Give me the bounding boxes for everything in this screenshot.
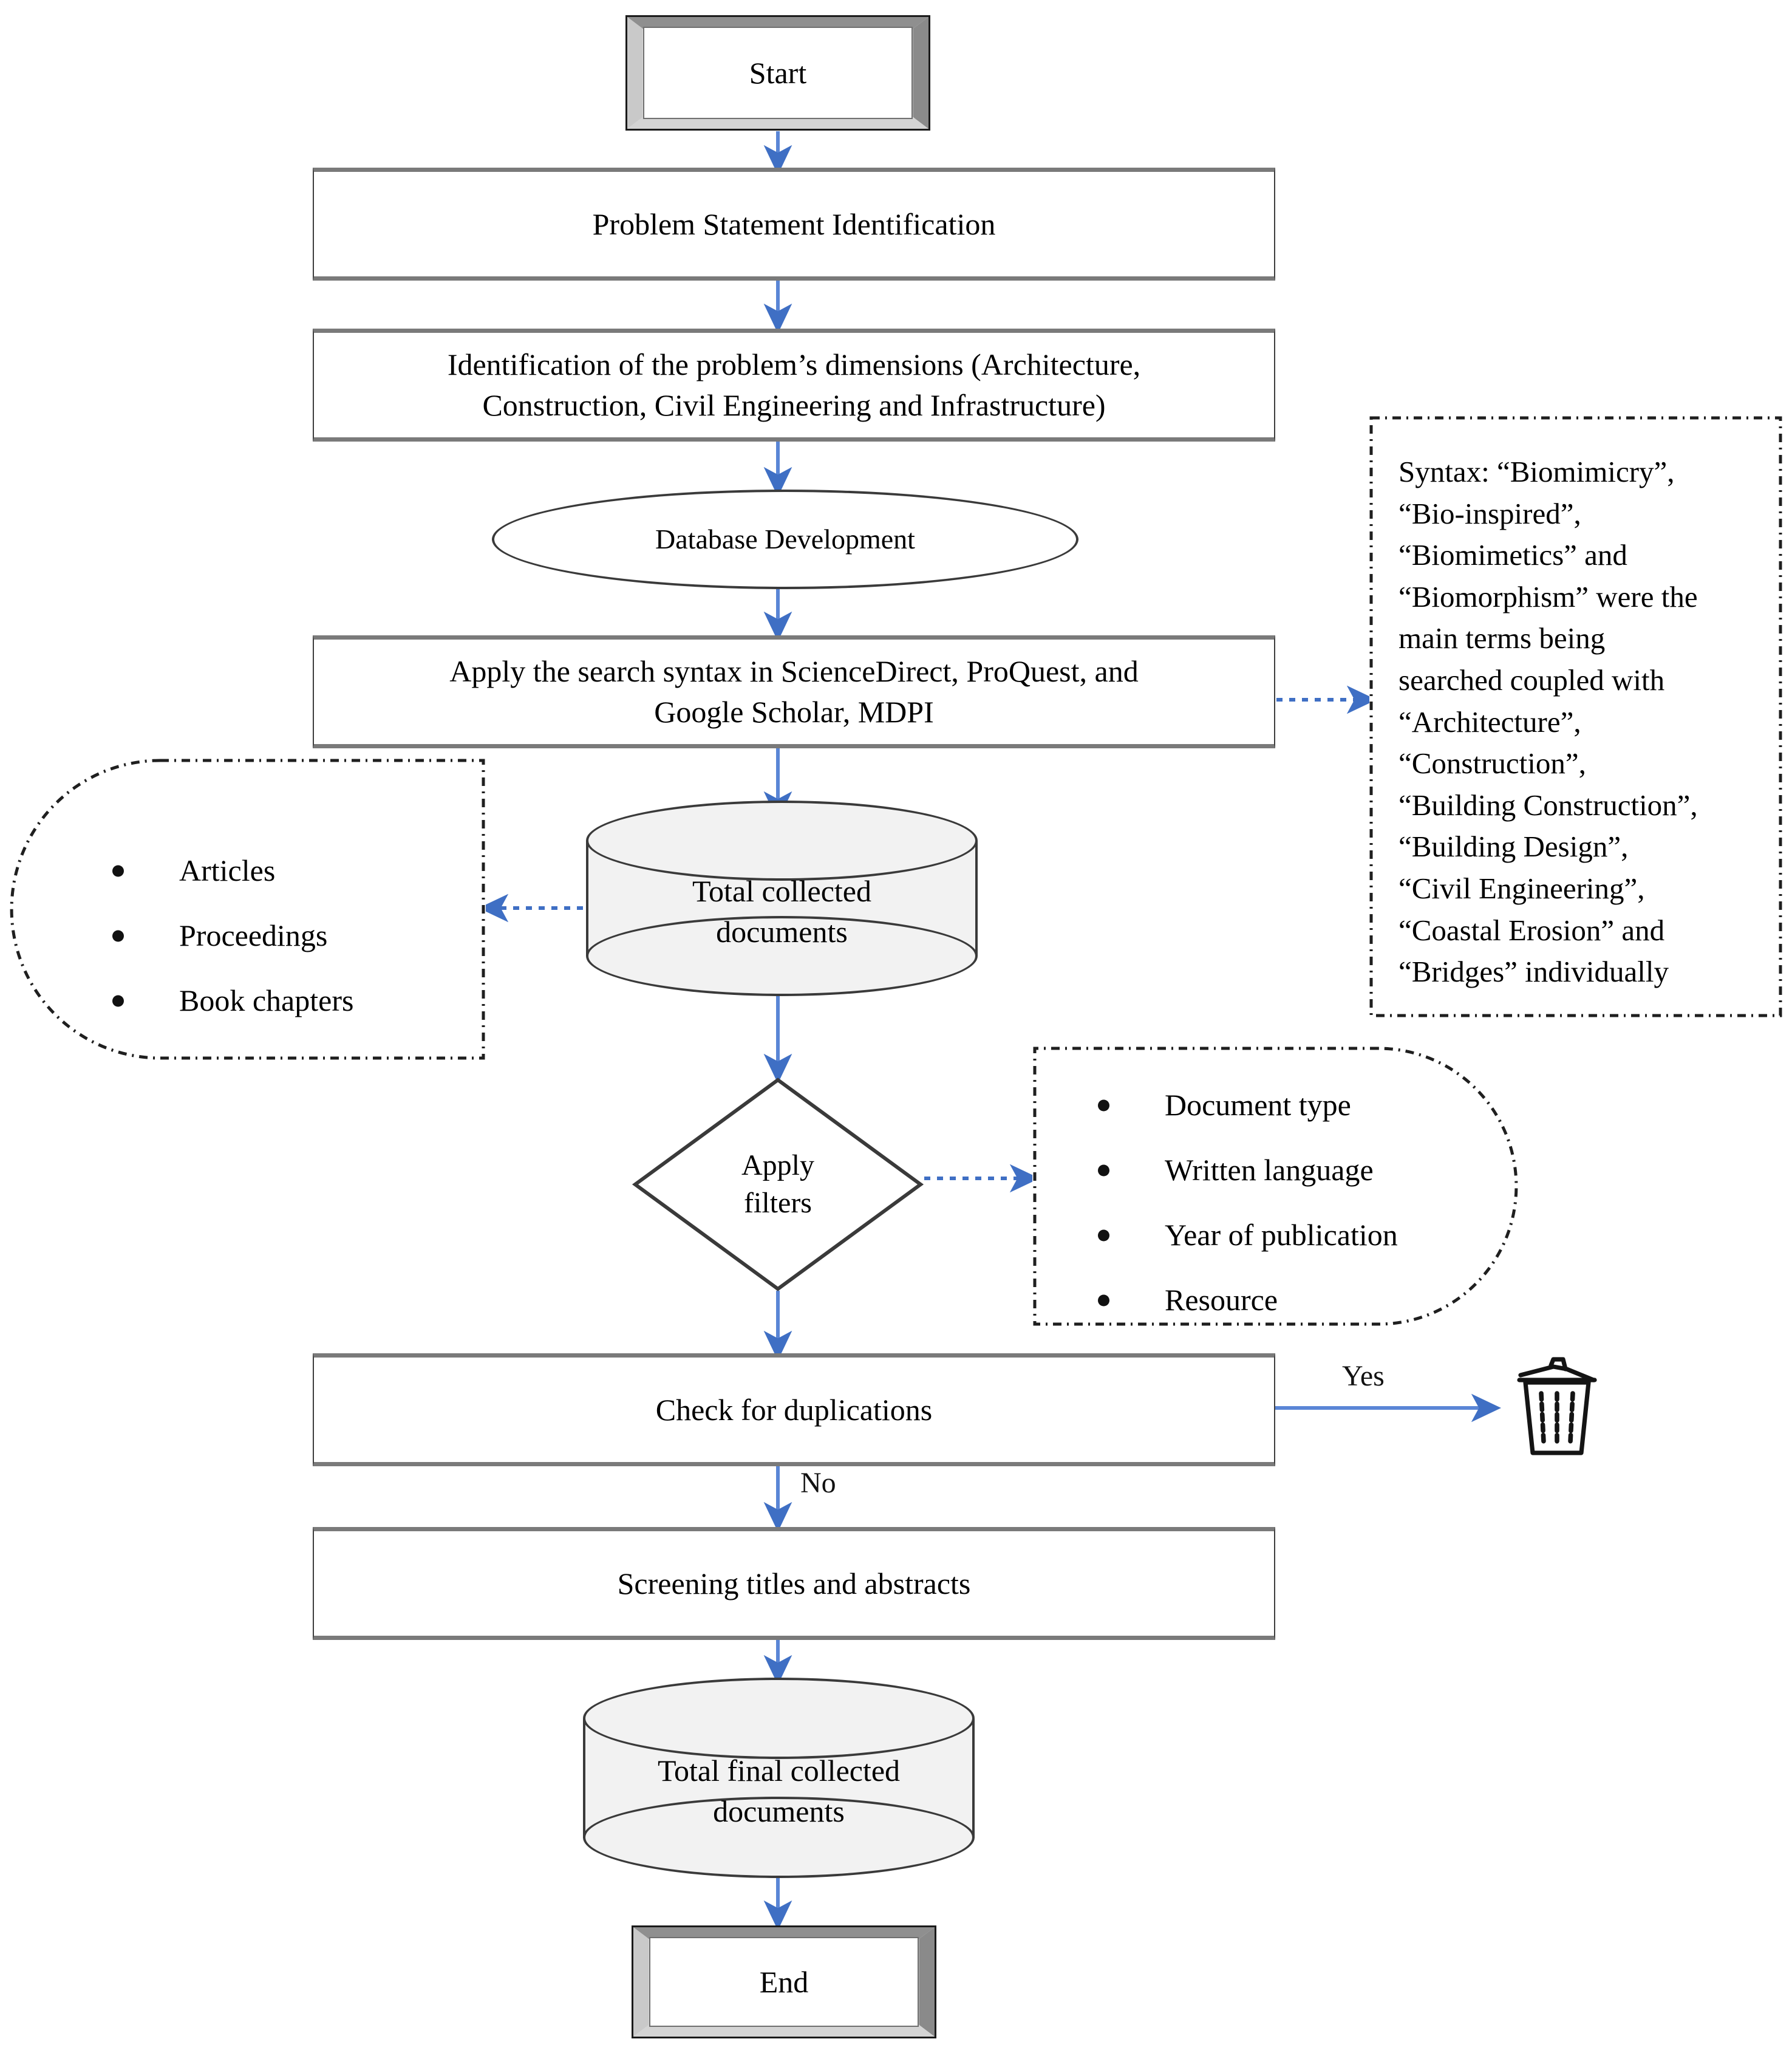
node-problem-statement-label: Problem Statement Identification xyxy=(592,207,996,241)
callout-search-syntax-outline xyxy=(1369,416,1782,1017)
list-item: Book chapters xyxy=(112,979,353,1022)
list-item: Year of publication xyxy=(1098,1214,1398,1257)
list-item: Resource xyxy=(1098,1279,1398,1322)
node-screening-titles-abstracts-label: Screening titles and abstracts xyxy=(617,1566,971,1600)
node-apply-search-syntax-text: Apply the search syntax in ScienceDirect… xyxy=(449,651,1138,733)
callout-document-types-content: Articles Proceedings Book chapters xyxy=(112,849,353,1044)
terminator-inner-face xyxy=(643,27,913,119)
node-problem-statement[interactable]: Problem Statement Identification xyxy=(313,168,1275,281)
terminator-inner-face xyxy=(649,1937,919,2027)
syntax-line: Syntax: “Biomimicry”, xyxy=(1399,455,1675,488)
list-item: Written language xyxy=(1098,1149,1398,1192)
node-dimensions-line2: Construction, Civil Engineering and Infr… xyxy=(482,388,1106,422)
document-types-list: Articles Proceedings Book chapters xyxy=(112,849,353,1022)
callout-filter-criteria-content: Document type Written language Year of p… xyxy=(1098,1084,1398,1344)
callout-search-syntax-note[interactable]: Syntax: “Biomimicry”, “Bio-inspired”, “B… xyxy=(1369,416,1782,1017)
bevel-shading xyxy=(627,17,928,129)
callout-document-types[interactable]: Articles Proceedings Book chapters xyxy=(9,758,486,1061)
total-final-line1: Total final collected xyxy=(657,1754,901,1788)
node-end-label: End xyxy=(759,1964,809,1999)
node-dimensions-text: Identification of the problem’s dimensio… xyxy=(448,344,1140,426)
node-start-label: Start xyxy=(749,55,807,90)
trash-icon xyxy=(1517,1357,1597,1455)
search-syntax-note-text: Syntax: “Biomimicry”, “Bio-inspired”, “B… xyxy=(1399,451,1769,993)
bevel-shading xyxy=(633,1927,935,2037)
cylinder-top-ellipse xyxy=(583,1678,975,1759)
syntax-line: searched coupled with xyxy=(1399,663,1665,697)
node-total-final-collected-documents[interactable]: Total final collected documents xyxy=(583,1678,975,1878)
node-end[interactable]: End xyxy=(632,1925,936,2038)
node-dimensions-line1: Identification of the problem’s dimensio… xyxy=(447,347,1141,381)
total-final-line2: documents xyxy=(713,1794,845,1828)
syntax-line: “Biomimetics” and xyxy=(1399,538,1627,572)
total-collected-line1: Total collected xyxy=(692,874,871,908)
node-apply-search-syntax[interactable]: Apply the search syntax in ScienceDirect… xyxy=(313,635,1275,748)
node-screening-titles-abstracts[interactable]: Screening titles and abstracts xyxy=(313,1527,1275,1640)
node-apply-filters[interactable] xyxy=(632,1076,924,1293)
node-dimensions[interactable]: Identification of the problem’s dimensio… xyxy=(313,329,1275,442)
syntax-line: “Architecture”, xyxy=(1399,705,1581,739)
node-check-for-duplications-label: Check for duplications xyxy=(655,1392,933,1427)
node-check-for-duplications[interactable]: Check for duplications xyxy=(313,1353,1275,1466)
apply-filters-line1: Apply xyxy=(741,1149,814,1181)
node-database-development-label: Database Development xyxy=(655,524,915,555)
edge-label-yes: Yes xyxy=(1342,1360,1385,1392)
syntax-line: “Construction”, xyxy=(1399,746,1586,781)
syntax-line: “Coastal Erosion” and xyxy=(1399,913,1665,947)
syntax-line: “Civil Engineering”, xyxy=(1399,871,1645,905)
filter-criteria-list: Document type Written language Year of p… xyxy=(1098,1084,1398,1322)
list-item: Proceedings xyxy=(112,914,353,957)
syntax-line: “Building Design”, xyxy=(1399,830,1629,864)
node-apply-search-syntax-line1: Apply the search syntax in ScienceDirect… xyxy=(449,654,1139,688)
syntax-line: “Bio-inspired”, xyxy=(1399,496,1581,530)
node-total-collected-documents[interactable]: Total collected documents xyxy=(586,801,978,996)
apply-filters-line2: filters xyxy=(744,1187,812,1219)
total-collected-line2: documents xyxy=(716,915,848,949)
node-start[interactable]: Start xyxy=(625,15,930,131)
syntax-line: “Biomorphism” were the xyxy=(1399,579,1698,613)
list-item: Articles xyxy=(112,849,353,892)
cylinder-bottom-ellipse xyxy=(586,916,978,996)
syntax-line: “Bridges” individually xyxy=(1399,955,1669,989)
cylinder-bottom-ellipse xyxy=(583,1797,975,1878)
syntax-line: “Building Construction”, xyxy=(1399,788,1698,822)
node-database-development[interactable]: Database Development xyxy=(492,490,1078,589)
node-apply-search-syntax-line2: Google Scholar, MDPI xyxy=(654,695,934,729)
node-apply-filters-label: Apply filters xyxy=(632,1076,924,1293)
syntax-line: main terms being xyxy=(1399,621,1606,655)
list-item: Document type xyxy=(1098,1084,1398,1127)
edge-label-no: No xyxy=(800,1467,836,1499)
callout-filter-criteria[interactable]: Document type Written language Year of p… xyxy=(1032,1046,1518,1327)
node-total-collected-documents-label: Total collected documents xyxy=(586,872,978,951)
node-total-final-collected-documents-label: Total final collected documents xyxy=(583,1752,975,1831)
cylinder-top-ellipse xyxy=(586,801,978,881)
